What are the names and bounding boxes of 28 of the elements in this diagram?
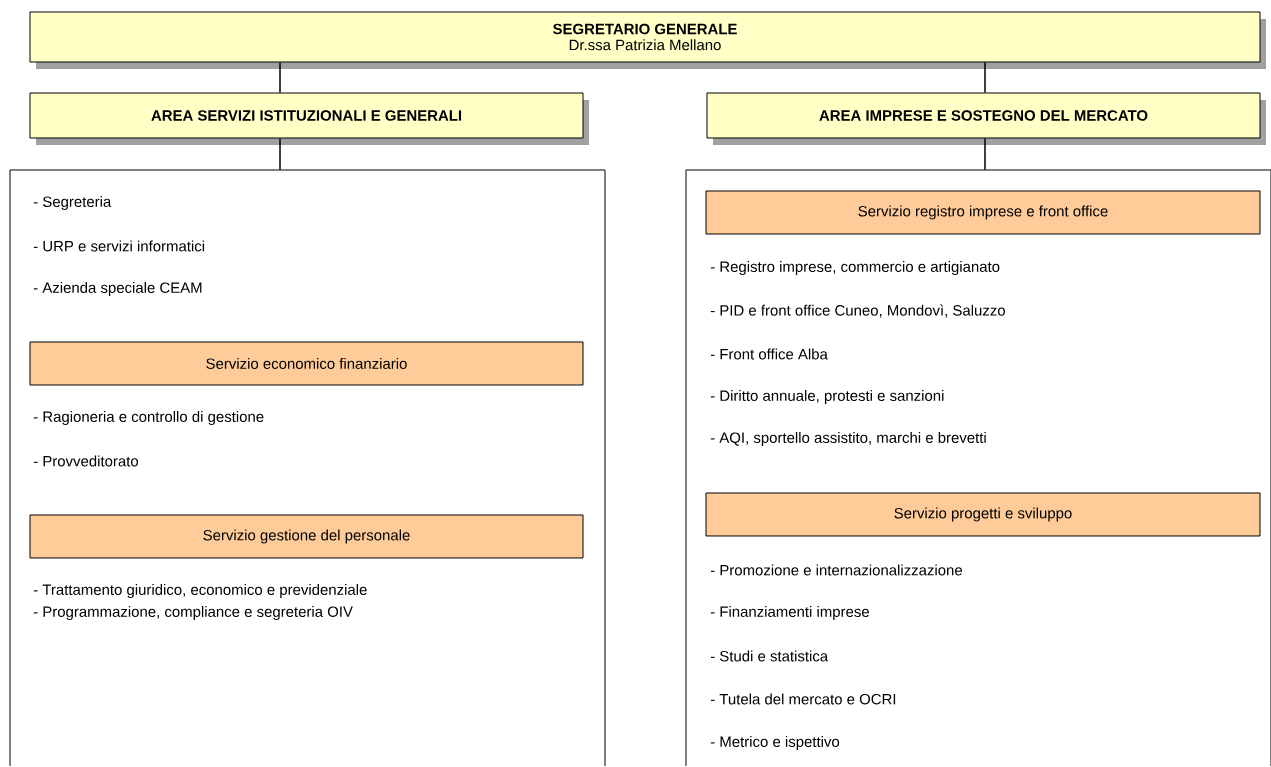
list-item: - Metrico e ispettivo: [710, 736, 840, 750]
list-item: - Ragioneria e controllo di gestione: [33, 411, 264, 425]
area-box: AREA SERVIZI ISTITUZIONALI E GENERALI: [29, 92, 589, 145]
list-item: - AQI, sportello assistito, marchi e brevetti: [710, 432, 986, 446]
list-item: - Tutela del mercato e OCRI: [710, 693, 896, 705]
list-item: - Finanziamenti imprese: [710, 606, 869, 620]
list-item: - URP e servizi informatici: [33, 240, 205, 252]
list-item: - Provveditorato: [33, 455, 139, 467]
service-box: Servizio economico finanziario: [29, 341, 584, 386]
list-item: - Registro imprese, commercio e artigianato: [710, 261, 1000, 275]
list-item: - Front office Alba: [710, 348, 828, 360]
connector-line: [279, 137, 281, 171]
list-item: - Trattamento giuridico, economico e previdenziale: [33, 584, 367, 598]
title-box: SEGRETARIO GENERALE Dr.ssa Patrizia Mellano: [29, 11, 1266, 69]
list-item: - Studi e statistica: [710, 650, 829, 662]
list-item: - Diritto annuale, protesti e sanzioni: [710, 390, 944, 404]
area-box: AREA IMPRESE E SOSTEGNO DEL MERCATO: [706, 92, 1266, 145]
list-item: - Programmazione, compliance e segreteria OIV: [33, 606, 353, 620]
list-item: - Promozione e internazionalizzazione: [710, 564, 962, 576]
connector-line: [984, 137, 986, 171]
list-item: - Azienda speciale CEAM: [33, 282, 202, 296]
service-box: Servizio gestione del personale: [29, 514, 584, 559]
list-item: - Segreteria: [33, 196, 112, 210]
service-box: Servizio progetti e sviluppo: [705, 492, 1261, 537]
connector-line: [279, 61, 281, 94]
connector-line: [984, 61, 986, 94]
service-box: Servizio registro imprese e front office: [705, 190, 1261, 235]
list-item: - PID e front office Cuneo, Mondovì, Saluzzo: [710, 304, 1005, 318]
